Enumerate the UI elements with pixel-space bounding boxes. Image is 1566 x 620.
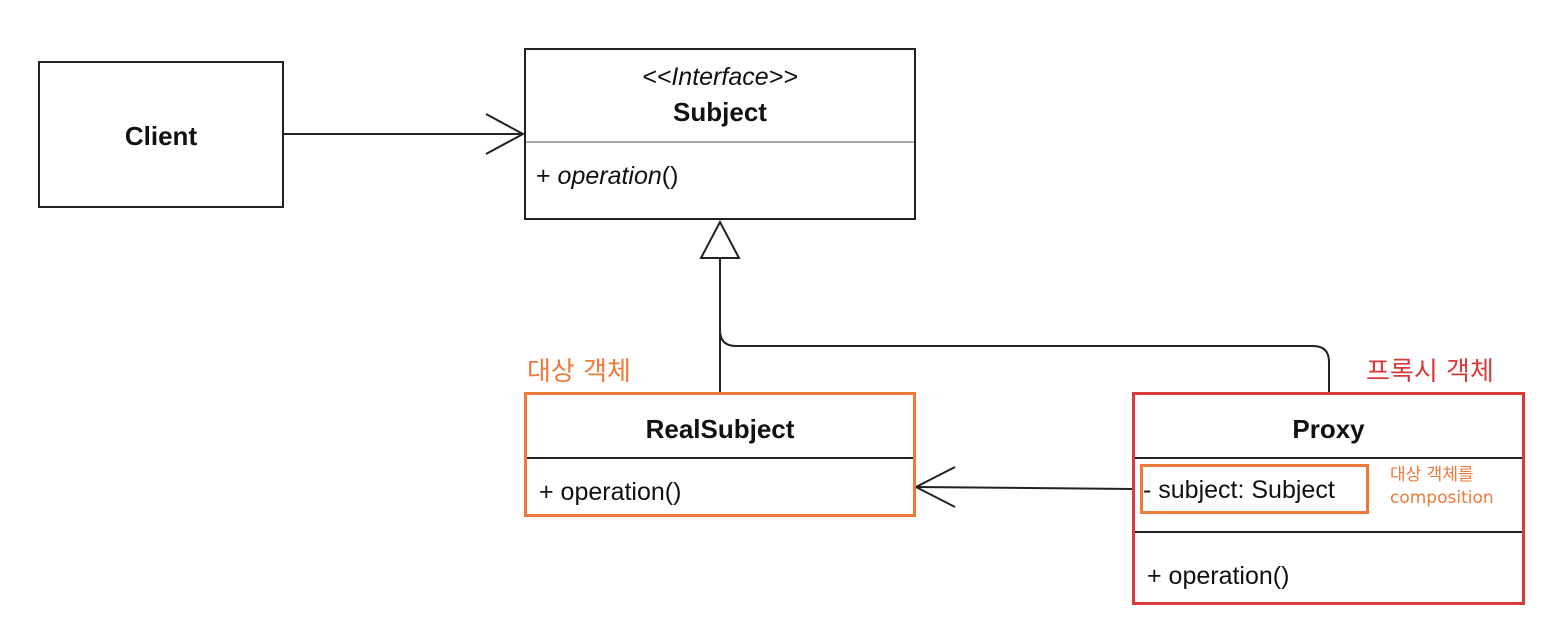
client-to-subject-arrow	[283, 113, 526, 155]
real-subject-divider	[527, 457, 913, 459]
proxy-field-note: 대상 객체를 composition	[1390, 464, 1494, 510]
proxy-field-note-line1: 대상 객체를	[1390, 465, 1474, 485]
subject-operation-suffix: ()	[661, 162, 679, 190]
proxy-operation: + operation()	[1147, 562, 1290, 590]
real-subject-note: 대상 객체	[527, 357, 631, 387]
real-subject-operation: + operation()	[539, 478, 682, 506]
proxy-note: 프록시 객체	[1366, 357, 1494, 387]
subject-operation-prefix: +	[536, 162, 558, 190]
realization-arrow	[699, 219, 1330, 393]
subject-interface: <<Interface>> Subject + operation()	[524, 48, 916, 220]
subject-stereotype: <<Interface>>	[642, 63, 798, 91]
subject-operation-name: operation	[557, 162, 662, 190]
proxy-field: - subject: Subject	[1143, 476, 1335, 504]
proxy-field-note-line2: composition	[1390, 488, 1494, 508]
proxy-divider-top	[1135, 457, 1522, 459]
proxy-to-realsubject-arrow	[913, 466, 1134, 508]
proxy-field-highlight: - subject: Subject	[1140, 464, 1369, 514]
real-subject-name: RealSubject	[645, 414, 795, 444]
proxy-name: Proxy	[1292, 414, 1365, 444]
proxy-class: Proxy - subject: Subject 대상 객체를 composit…	[1132, 392, 1525, 605]
subject-divider	[526, 141, 914, 143]
subject-operation: + operation()	[536, 162, 678, 191]
proxy-divider-bottom	[1135, 531, 1522, 533]
client-class: Client	[38, 61, 284, 208]
client-name: Client	[124, 121, 198, 151]
subject-name: Subject	[673, 97, 767, 127]
real-subject-class: RealSubject + operation()	[524, 392, 916, 517]
